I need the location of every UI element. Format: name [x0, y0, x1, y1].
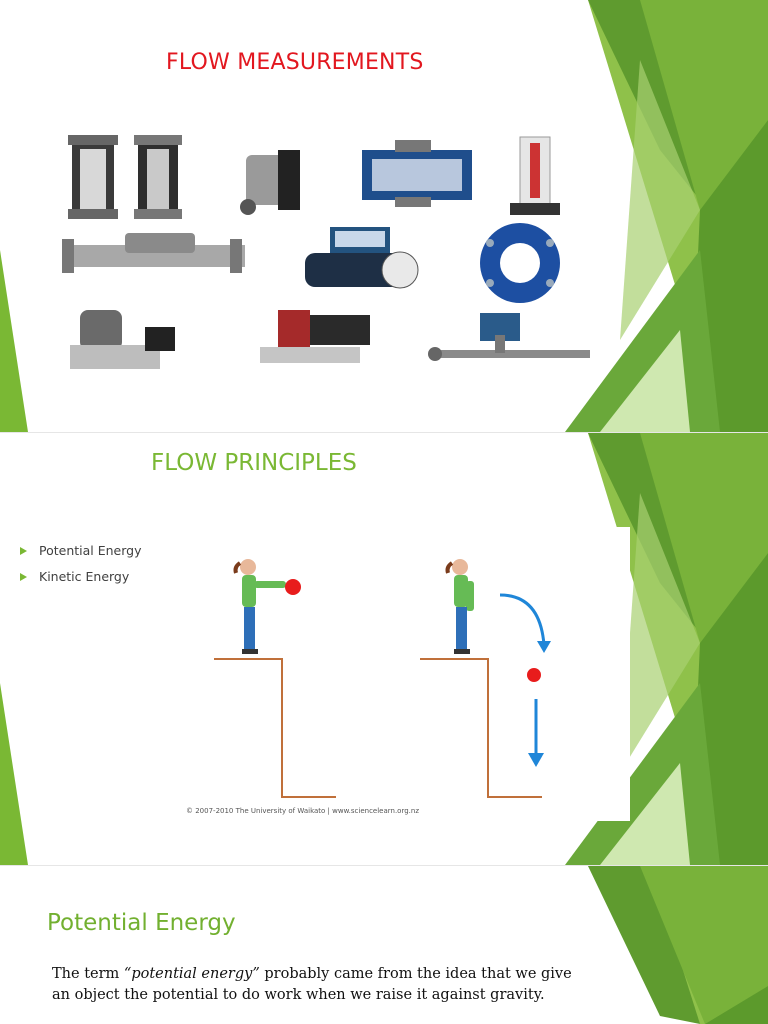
slide-flow-measurements: FLOW MEASUREMENTS	[0, 0, 768, 432]
slide-potential-energy: Potential Energy The term “potential ene…	[0, 866, 768, 1024]
energy-illustration	[178, 527, 630, 821]
mass-flow-controller-icon	[70, 310, 175, 369]
bullet-arrow-icon	[20, 573, 27, 581]
bullet-list: Potential Energy Kinetic Energy	[20, 543, 142, 595]
insertion-meter-icon	[428, 313, 590, 361]
bullet-item: Kinetic Energy	[20, 569, 142, 595]
panel-meter-icon	[362, 140, 472, 207]
falling-ball-icon	[527, 668, 541, 682]
rotameter-icon	[68, 135, 118, 219]
cliff-right-icon	[420, 658, 542, 798]
slide-decoration	[588, 866, 768, 1024]
girl-dropping-ball-icon	[445, 559, 474, 654]
cliff-left-icon	[214, 658, 336, 798]
slide-decoration	[0, 0, 768, 432]
slide-divider	[0, 432, 768, 433]
bullet-item: Potential Energy	[20, 543, 142, 569]
variable-area-meter-icon	[134, 135, 182, 219]
digital-mass-flow-meter-icon	[260, 310, 370, 363]
orifice-flange-icon	[480, 223, 560, 303]
slide-title: FLOW MEASUREMENTS	[166, 50, 424, 75]
curved-arrow-icon	[499, 593, 546, 646]
turbine-meter-icon	[62, 233, 245, 273]
girl-holding-ball-icon	[233, 559, 301, 654]
slide-title: Potential Energy	[47, 910, 236, 936]
magnetic-flowmeter-icon	[305, 227, 419, 289]
flow-switch-icon	[240, 150, 300, 215]
glass-tube-meter-icon	[510, 136, 560, 215]
image-credit: © 2007-2010 The University of Waikato | …	[186, 807, 419, 815]
body-paragraph: The term “potential energy” probably cam…	[52, 966, 572, 1003]
bullet-arrow-icon	[20, 547, 27, 555]
energy-diagram	[214, 559, 551, 798]
slide-title: FLOW PRINCIPLES	[151, 450, 357, 476]
slide-divider	[0, 865, 768, 866]
slide-flow-principles: FLOW PRINCIPLES Potential Energy Kinetic…	[0, 433, 768, 865]
flowmeter-collage	[62, 135, 590, 369]
